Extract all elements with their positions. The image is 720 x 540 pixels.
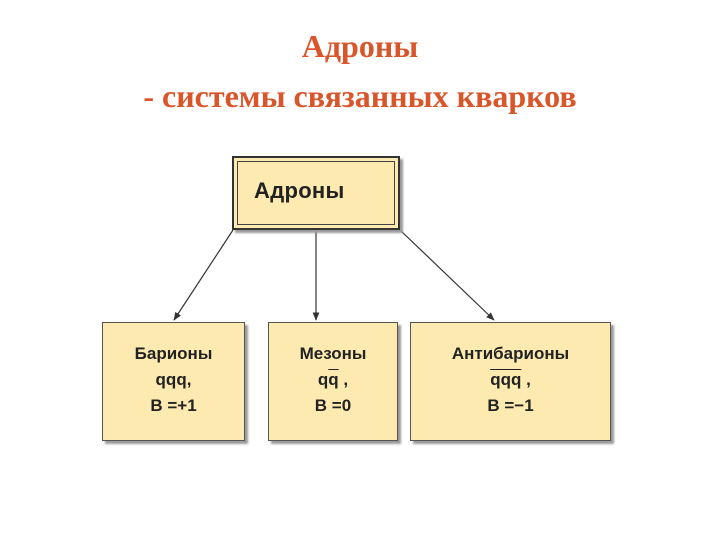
slide-title: Адроны: [301, 28, 419, 64]
baryons-label: Барионы: [134, 344, 213, 363]
baryons-node: Барионы qqq, B =+1: [102, 322, 245, 441]
antibaryons-comma: ,: [521, 370, 531, 389]
mesons-antiquark: q: [328, 370, 339, 389]
antibaryons-quark-content: qqq ,: [411, 367, 610, 393]
slide-subtitle: - системы связанных кварков: [143, 78, 577, 114]
hadrons-label: Адроны: [254, 178, 345, 203]
mesons-baryon-number: B =0: [314, 396, 352, 415]
baryons-quark-content: qqq,: [155, 370, 192, 389]
antibaryons-antiquarks: qqq: [490, 370, 522, 389]
mesons-quark-content: qq ,: [269, 367, 397, 393]
arrow-to-antibaryons: [399, 229, 495, 321]
mesons-quark: q: [317, 370, 329, 389]
hadrons-node: Адроны: [232, 156, 400, 230]
mesons-comma: ,: [338, 370, 349, 389]
mesons-node: Мезоны qq , B =0: [268, 322, 398, 441]
antibaryons-label: Антибарионы: [451, 344, 570, 363]
arrow-to-baryons: [173, 229, 234, 321]
mesons-label: Мезоны: [299, 344, 367, 363]
antibaryons-baryon-number: B =−1: [487, 396, 534, 415]
antibaryons-node: Антибарионы qqq , B =−1: [410, 322, 611, 441]
baryons-baryon-number: B =+1: [150, 396, 197, 415]
